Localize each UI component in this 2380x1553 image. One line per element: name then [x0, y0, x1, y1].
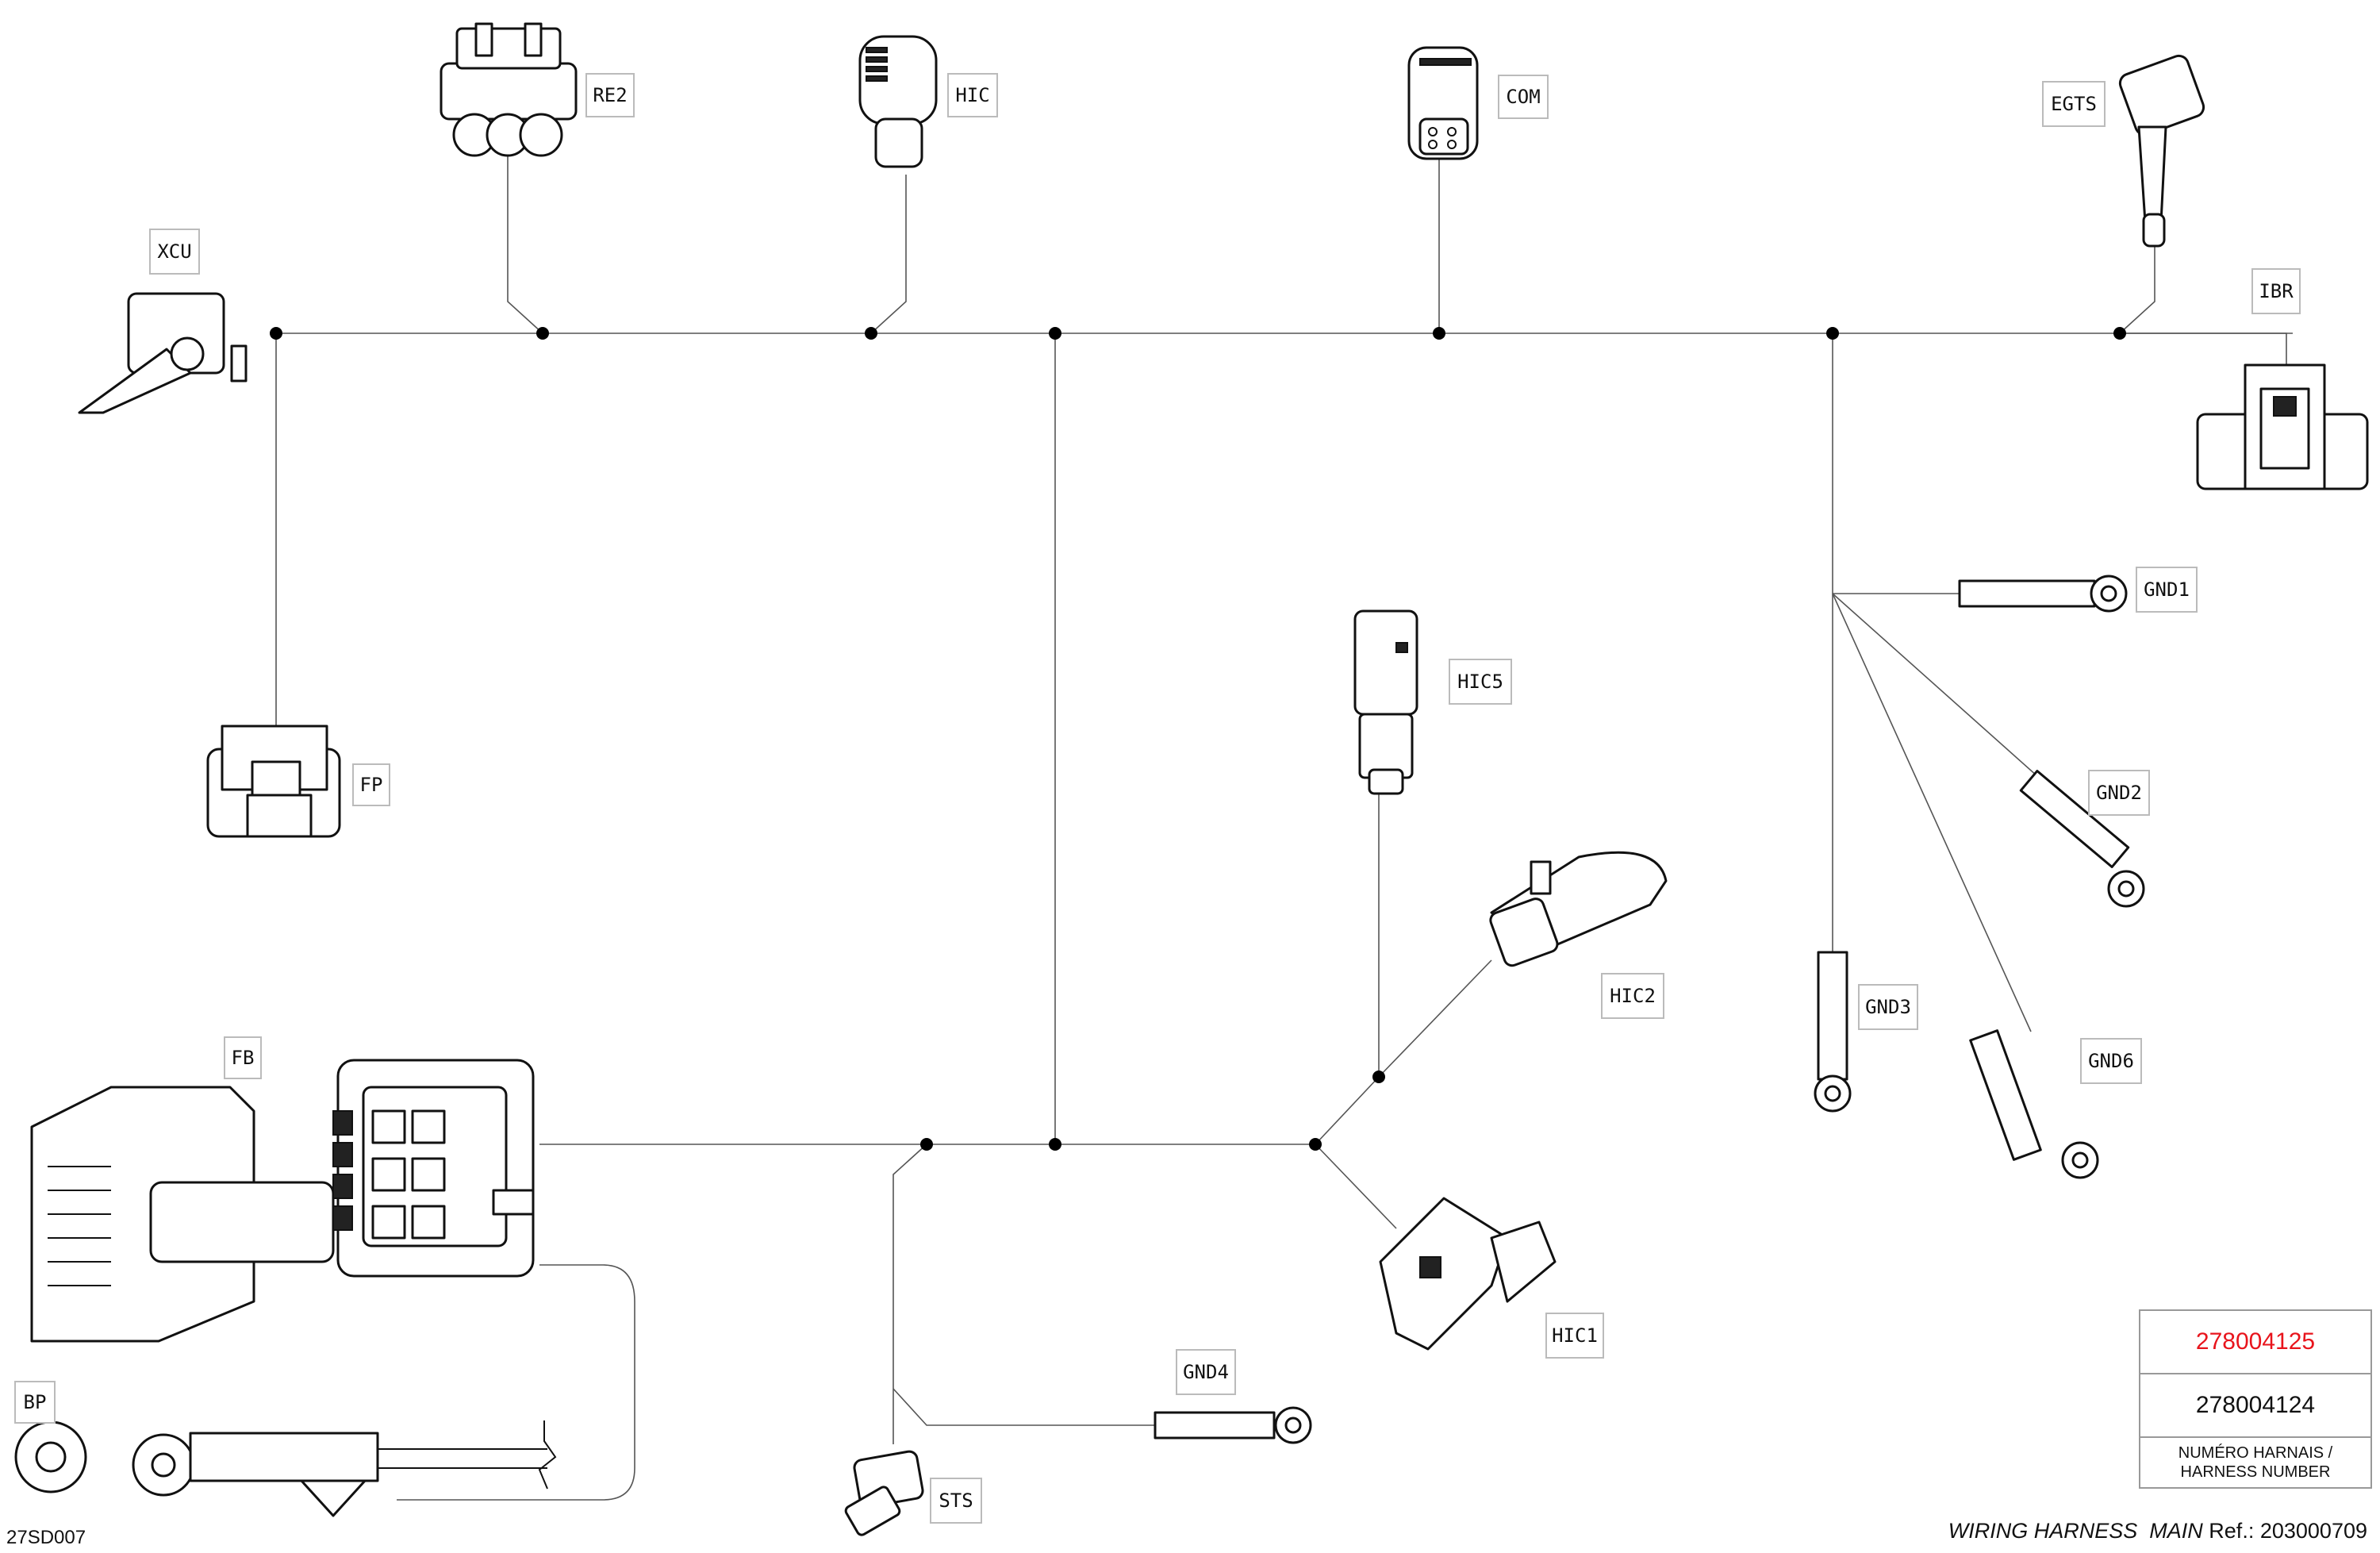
- label-gnd1: GND1: [2136, 567, 2198, 613]
- gnd2-terminal-drawing: [2019, 770, 2145, 908]
- hic-connector-drawing: [858, 35, 938, 168]
- label-fb: FB: [224, 1036, 262, 1079]
- gnd6-terminal-drawing: [1969, 1029, 2099, 1179]
- label-com: COM: [1498, 75, 1549, 119]
- label-bp: BP: [14, 1381, 56, 1424]
- label-gnd4: GND4: [1176, 1349, 1236, 1395]
- drawing-title: WIRING HARNESS MAIN: [1948, 1519, 2203, 1543]
- label-gnd3: GND3: [1858, 984, 1918, 1030]
- label-hic5: HIC5: [1449, 659, 1512, 705]
- ibr-connector-drawing: [2196, 363, 2369, 490]
- fb-fuse-slots: [332, 1109, 446, 1240]
- bp-terminal-drawing: [14, 1420, 557, 1517]
- harness-number-secondary: 278004124: [2140, 1374, 2370, 1438]
- label-xcu: XCU: [149, 229, 200, 275]
- label-re2: RE2: [585, 73, 635, 117]
- egts-sensor-drawing: [2118, 54, 2205, 248]
- gnd3-terminal-drawing: [1814, 951, 1852, 1113]
- harness-number-caption: NUMÉRO HARNAIS / HARNESS NUMBER: [2178, 1444, 2333, 1481]
- harness-number-table: 278004125 278004124 NUMÉRO HARNAIS / HAR…: [2139, 1309, 2372, 1489]
- sts-sensor-drawing: [844, 1450, 924, 1536]
- com-connector-drawing: [1407, 46, 1479, 160]
- xcu-module-drawing: [78, 292, 248, 414]
- label-sts: STS: [930, 1478, 982, 1524]
- gnd1-terminal-drawing: [1958, 575, 2128, 613]
- hic5-connector-drawing: [1353, 609, 1418, 795]
- ref-value: 203000709: [2259, 1519, 2367, 1543]
- label-hic2: HIC2: [1601, 973, 1664, 1019]
- harness-number-primary: 278004125: [2140, 1311, 2370, 1374]
- label-hic1: HIC1: [1545, 1313, 1604, 1359]
- label-hic: HIC: [947, 73, 998, 117]
- gnd4-terminal-drawing: [1154, 1406, 1312, 1444]
- fb-fuse-box-drawing: [30, 1059, 535, 1343]
- label-ibr: IBR: [2251, 268, 2301, 314]
- label-gnd6: GND6: [2080, 1038, 2142, 1084]
- label-fp: FP: [352, 763, 390, 806]
- drawing-code: 27SD007: [6, 1527, 86, 1548]
- harness-wires: [275, 143, 2293, 1501]
- fp-connector-drawing: [206, 725, 341, 838]
- re2-connector-drawing: [440, 22, 578, 157]
- ref-label: Ref.:: [2209, 1519, 2255, 1543]
- label-gnd2: GND2: [2088, 770, 2150, 816]
- hic1-connector-drawing: [1379, 1197, 1557, 1351]
- drawing-reference: WIRING HARNESS MAIN Ref.: 203000709: [1948, 1519, 2367, 1543]
- hic2-connector-drawing: [1489, 851, 1668, 967]
- label-egts: EGTS: [2042, 81, 2106, 127]
- wire-junctions: [270, 327, 2126, 1151]
- fb-label-marks: [48, 1166, 111, 1286]
